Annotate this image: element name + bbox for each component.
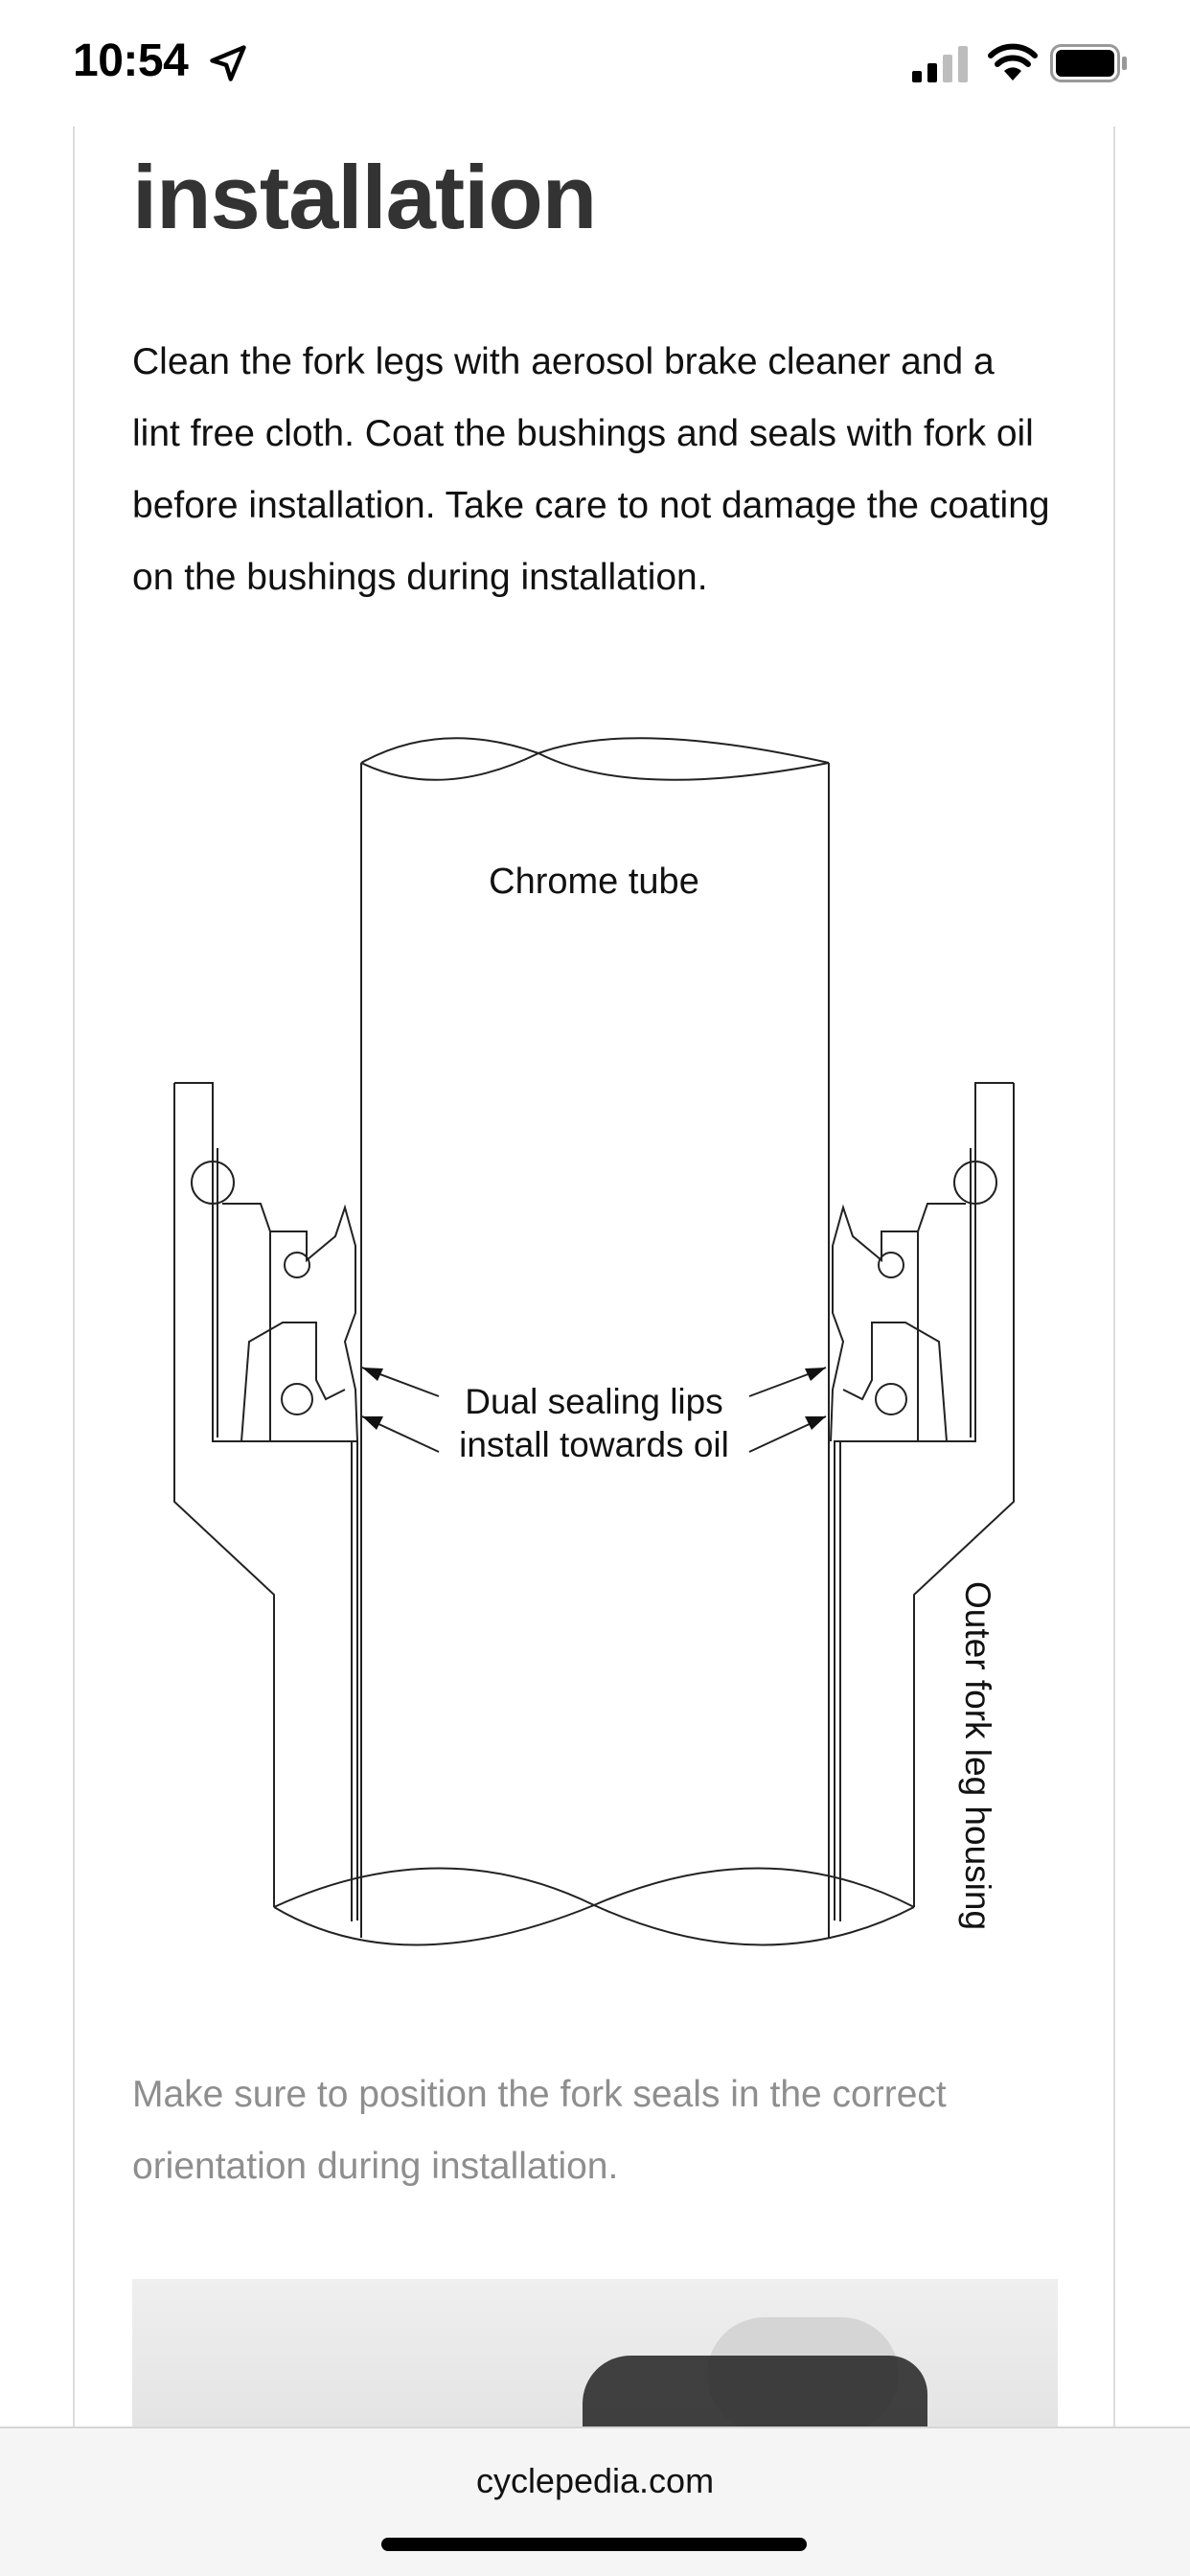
status-time: 10:54 — [73, 35, 189, 86]
label-chrome-tube: Chrome tube — [489, 862, 699, 902]
label-outer-housing: Outer fork leg housing — [958, 1581, 997, 1930]
fork-seal-photo — [132, 2279, 1058, 2426]
label-sealing-lips: Dual sealing lips — [465, 1382, 722, 1421]
body-paragraph: Clean the fork legs with aerosol brake c… — [132, 341, 1050, 598]
image-caption: Make sure to position the fork seals in … — [132, 2074, 947, 2187]
outer-housing-left — [173, 1082, 358, 1921]
chrome-tube-outline — [360, 737, 830, 1938]
section-heading: installation — [132, 147, 597, 247]
label-install-towards-oil: install towards oil — [459, 1425, 729, 1464]
article-card — [73, 126, 1115, 2426]
cellular-signal-icon — [912, 46, 968, 82]
outer-housing-right — [834, 1082, 1015, 1921]
home-indicator — [381, 2538, 807, 2551]
seal-left — [191, 1161, 358, 1442]
url-label[interactable]: cyclepedia.com — [475, 2461, 715, 2500]
browser-address-bar[interactable]: cyclepedia.com — [0, 2426, 1190, 2576]
fork-seal-diagram: Chrome tube Dual sealing lips install to… — [173, 737, 1015, 1946]
seal-right — [830, 1161, 997, 1442]
wifi-icon — [988, 43, 1038, 80]
battery-icon — [1050, 44, 1127, 82]
location-arrow-icon — [210, 45, 246, 81]
status-bar: 10:54 — [0, 0, 1190, 126]
